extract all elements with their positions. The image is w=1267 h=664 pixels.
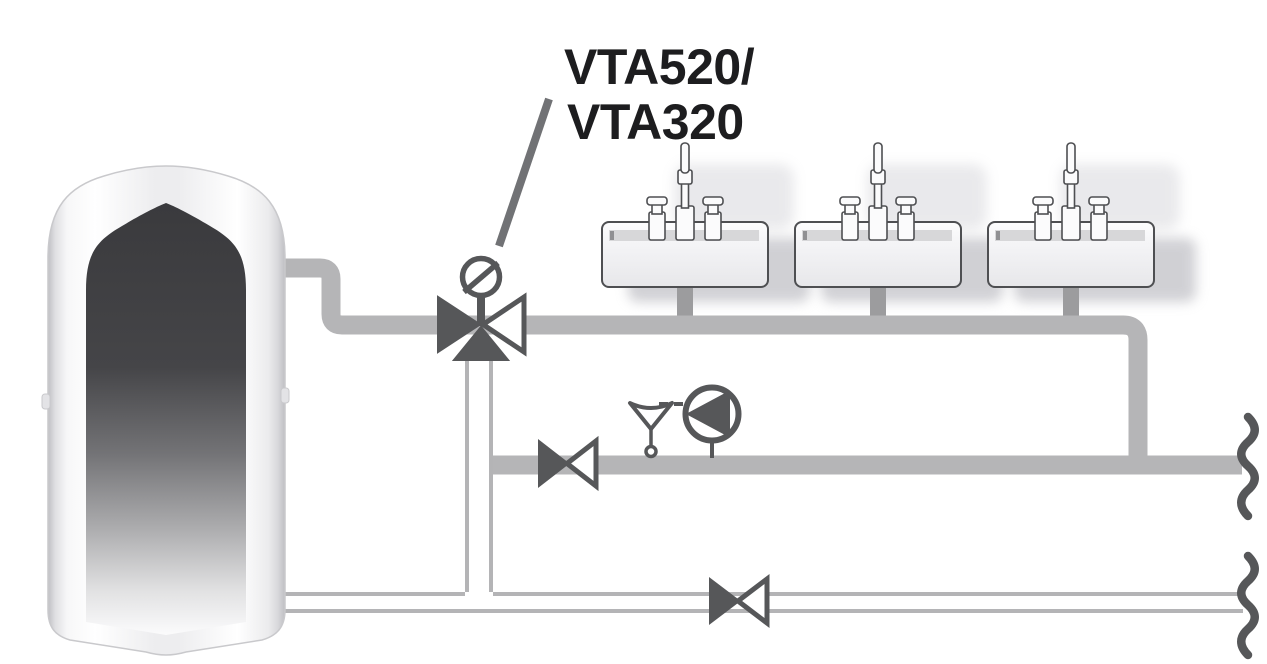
sensor-bulb (628, 401, 674, 431)
pipe-break-icon-recirc (1237, 412, 1259, 521)
supply-pipes (280, 258, 1242, 475)
circulation-pump-icon (682, 384, 742, 458)
check-valve-open-cone (562, 435, 599, 492)
valve-label-line1: VTA520/ (564, 39, 755, 95)
temperature-sensor-icon (628, 401, 686, 459)
check-valve-icon-recirc (538, 435, 599, 492)
pump-impeller (685, 390, 730, 438)
washbasin-icon-1 (602, 143, 810, 332)
tank-interior-cutaway (86, 203, 246, 635)
valve-bottom-port (451, 325, 511, 361)
washbasin-icon-3 (988, 143, 1196, 332)
washbasin-icon-2 (795, 143, 1003, 332)
valve-left-port (437, 295, 482, 354)
check-valve-filled-cone (709, 576, 741, 626)
hot-water-storage-tank (41, 165, 290, 656)
valve-label-line2: VTA320 (567, 94, 744, 150)
check-valve-filled-cone (538, 438, 570, 489)
cold-water-pipes (281, 356, 1243, 613)
tank-left-fitting (41, 393, 51, 410)
washbasin-row (602, 143, 1196, 332)
mixing-valve-icon (437, 255, 527, 361)
valve-knob-slash (462, 260, 500, 295)
pipe-break-icon-cold (1237, 551, 1259, 660)
schematic-symbols (437, 255, 1259, 660)
tank-hot-outlet-pipe (280, 258, 450, 335)
sensor-pocket (644, 444, 658, 459)
tank-right-fitting (280, 387, 290, 404)
check-valve-icon-cold (709, 573, 770, 629)
check-valve-open-cone (733, 573, 770, 629)
mixed-water-supply-pipe (445, 315, 1148, 474)
valve-right-port (478, 292, 527, 357)
valve-stem (477, 294, 485, 326)
label-leader-line (495, 97, 553, 248)
